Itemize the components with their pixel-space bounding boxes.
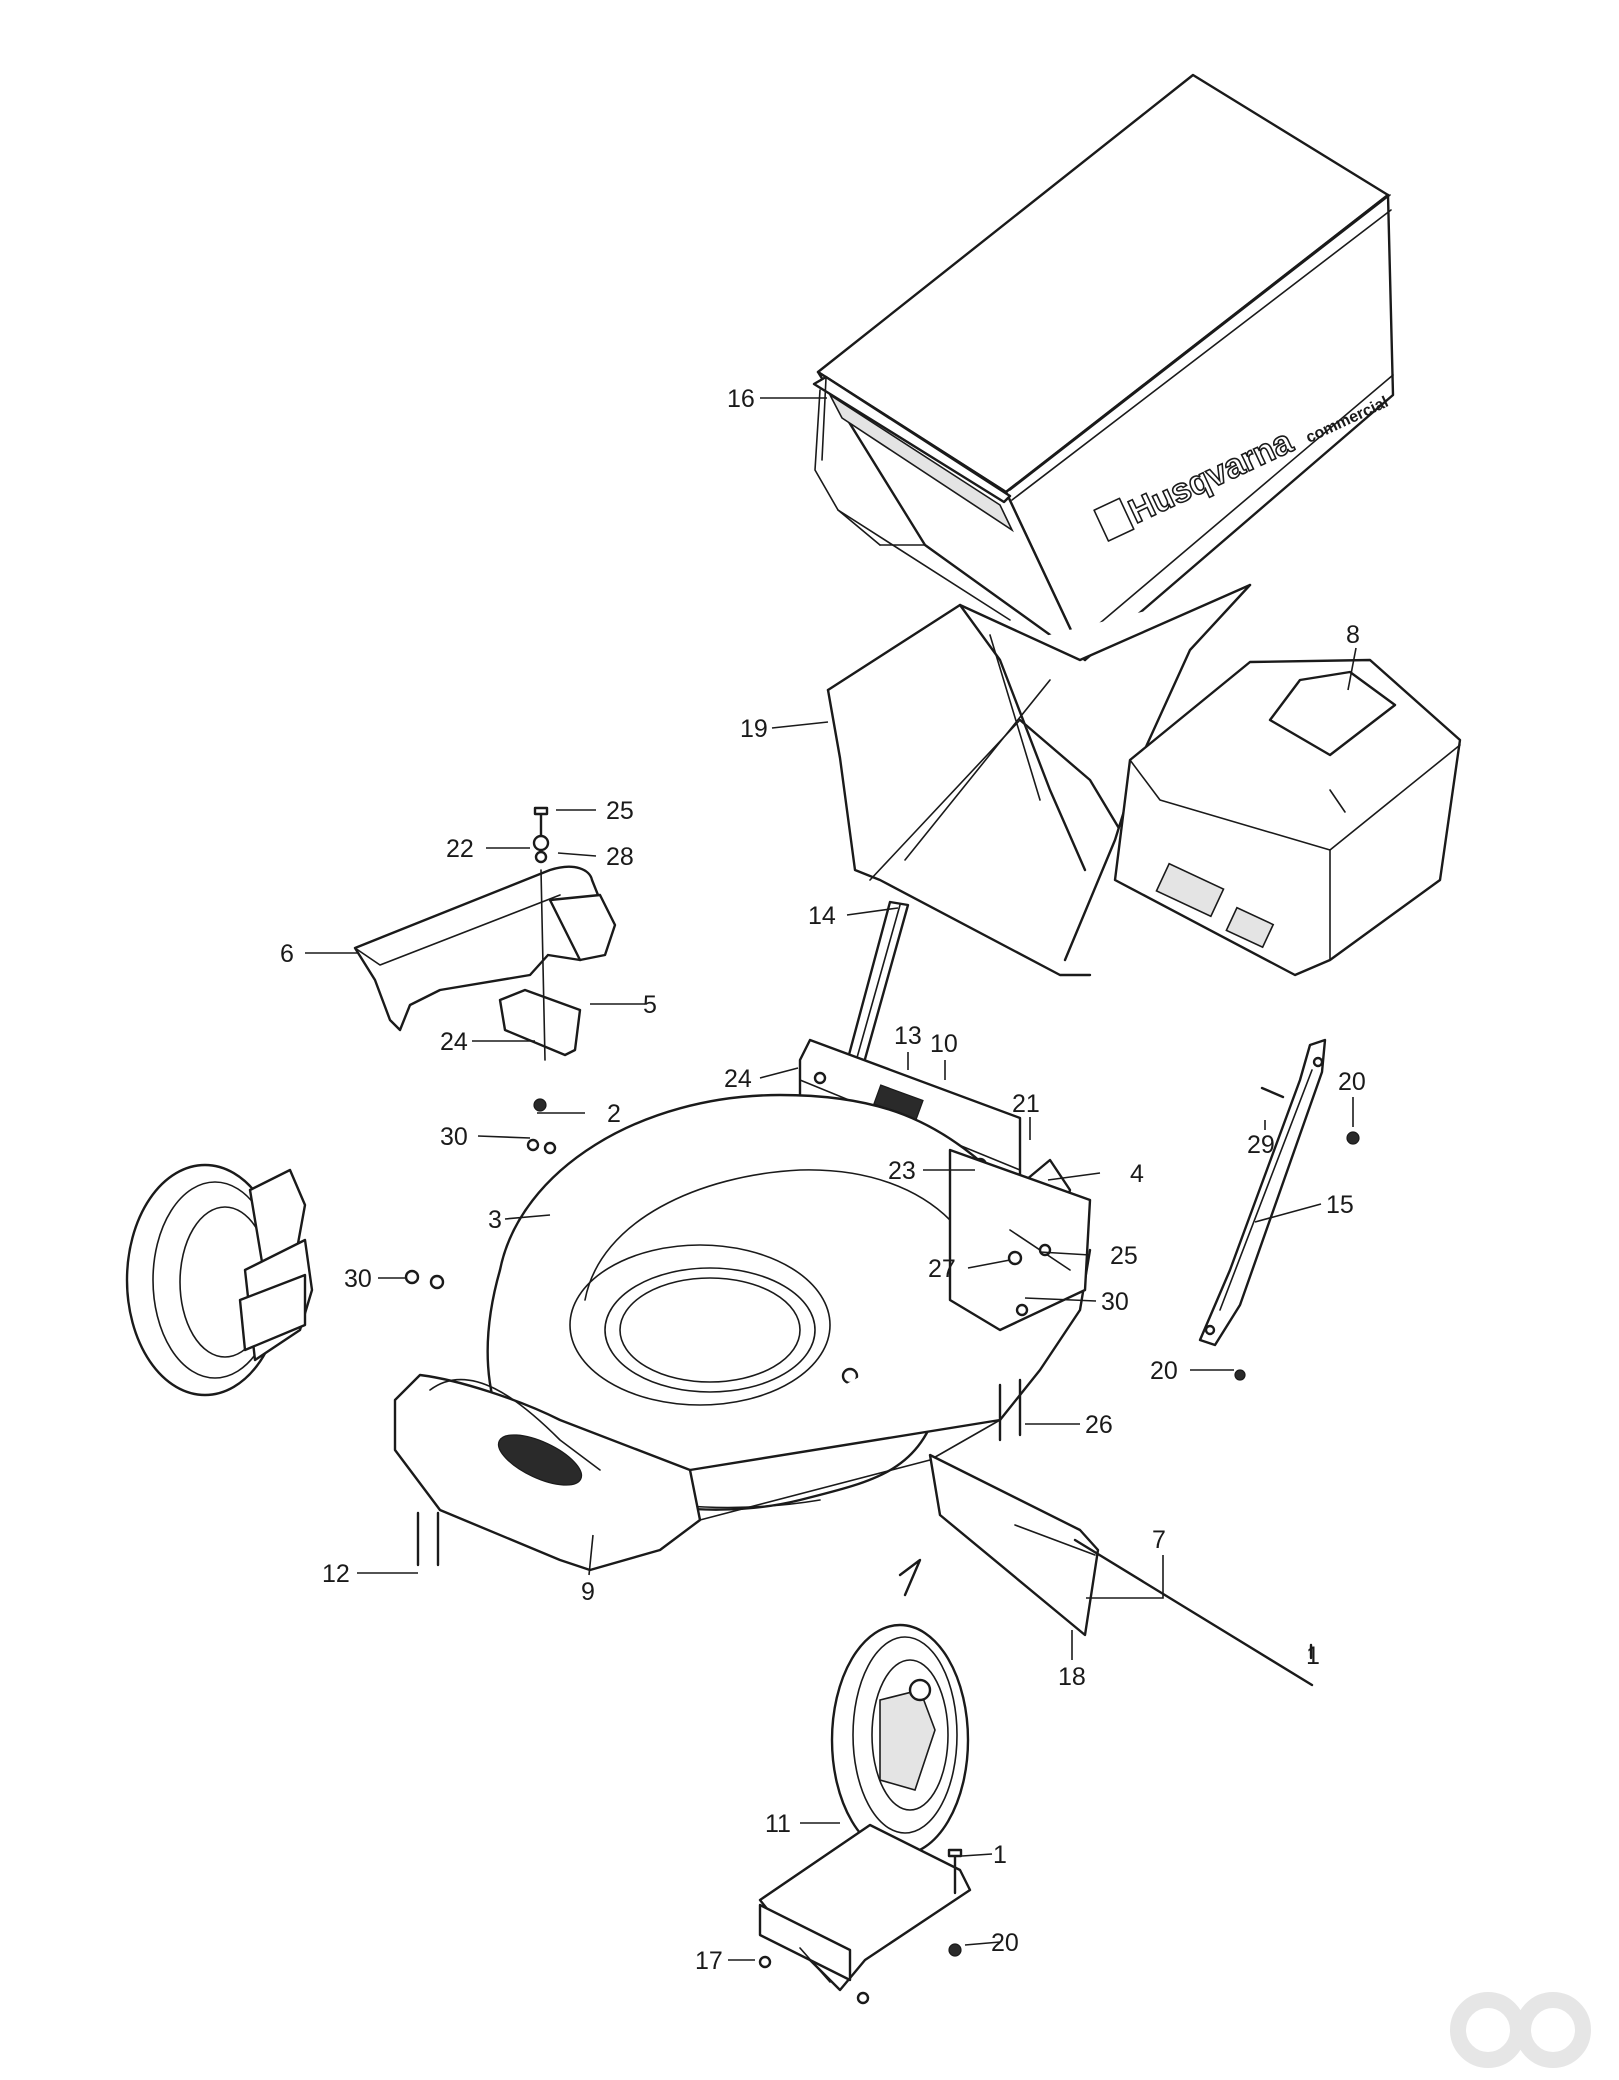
callout-26: 26 bbox=[1085, 1411, 1113, 1439]
callout-7: 7 bbox=[1152, 1526, 1166, 1554]
callout-1: 1 bbox=[1306, 1642, 1320, 1670]
callout-10: 10 bbox=[930, 1030, 958, 1058]
callout-30c: 30 bbox=[344, 1265, 372, 1293]
callout-13: 13 bbox=[894, 1022, 922, 1050]
callout-28: 28 bbox=[606, 843, 634, 871]
callout-20c: 20 bbox=[991, 1929, 1019, 1957]
callout-4: 4 bbox=[1130, 1160, 1144, 1188]
rear-wheel-left bbox=[125, 1163, 314, 1397]
callout-25: 25 bbox=[606, 797, 634, 825]
callout-24: 24 bbox=[440, 1028, 468, 1056]
leader-lines bbox=[305, 397, 1357, 1961]
front-plate bbox=[758, 1823, 972, 1992]
callout-16: 16 bbox=[727, 385, 755, 413]
callout-15: 15 bbox=[1326, 1191, 1354, 1219]
callout-12: 12 bbox=[322, 1560, 350, 1588]
callout-5: 5 bbox=[643, 991, 657, 1019]
watermark-logo bbox=[1450, 1992, 1591, 2068]
callout-19: 19 bbox=[740, 715, 768, 743]
callout-27: 27 bbox=[928, 1255, 956, 1283]
strap bbox=[1198, 1038, 1327, 1347]
callout-22: 22 bbox=[446, 835, 474, 863]
callout-11: 11 bbox=[765, 1810, 791, 1838]
hardware bbox=[404, 806, 1360, 2005]
callout-1b: 1 bbox=[993, 1841, 1007, 1869]
callout-14: 14 bbox=[808, 902, 836, 930]
callout-18: 18 bbox=[1058, 1663, 1086, 1691]
callout-2: 2 bbox=[607, 1100, 621, 1128]
callout-3: 3 bbox=[488, 1206, 502, 1234]
battery-cover bbox=[1113, 658, 1462, 977]
callout-24b: 24 bbox=[724, 1065, 752, 1093]
mower-deck bbox=[393, 1093, 1092, 1572]
callout-21: 21 bbox=[1012, 1090, 1040, 1118]
front-wheel bbox=[830, 1558, 970, 1857]
callout-6: 6 bbox=[280, 940, 294, 968]
callout-9: 9 bbox=[581, 1578, 595, 1606]
callout-30b: 30 bbox=[1101, 1288, 1129, 1316]
chute-plate bbox=[928, 1453, 1314, 1687]
callout-20: 20 bbox=[1338, 1068, 1366, 1096]
callout-8: 8 bbox=[1346, 621, 1360, 649]
callout-25b: 25 bbox=[1110, 1242, 1138, 1270]
callout-20b: 20 bbox=[1150, 1357, 1178, 1385]
callout-30: 30 bbox=[440, 1123, 468, 1151]
grass-bag-cover bbox=[812, 73, 1395, 662]
callout-23: 23 bbox=[888, 1157, 916, 1185]
callout-17: 17 bbox=[695, 1947, 723, 1975]
side-flap bbox=[353, 865, 617, 1057]
callout-29: 29 bbox=[1247, 1131, 1275, 1159]
callout-labels: 16 8 19 25 22 28 6 14 5 24 2 30 13 10 24… bbox=[280, 385, 1366, 1975]
